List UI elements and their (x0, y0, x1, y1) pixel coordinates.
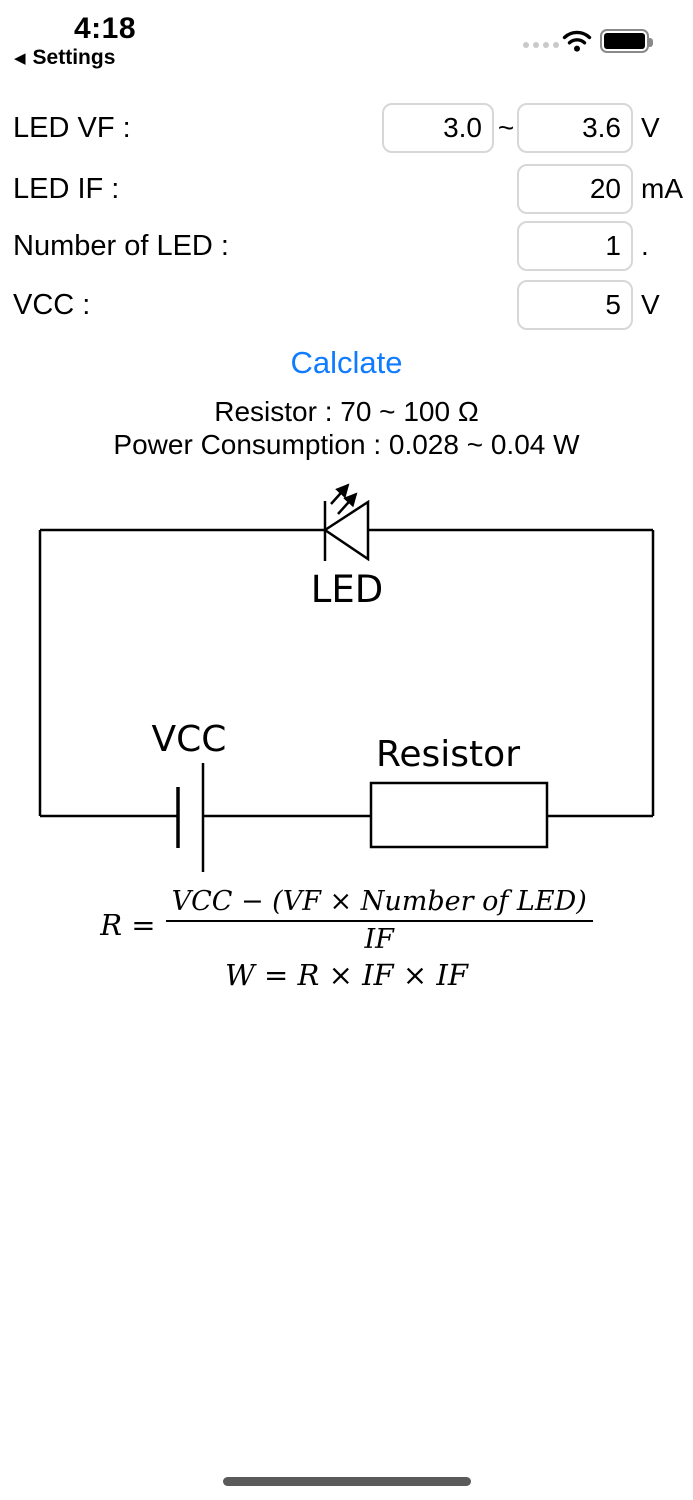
battery-nub (649, 38, 653, 47)
battery-icon (600, 29, 653, 53)
calculate-button[interactable]: Calclate (0, 345, 693, 381)
number-of-led-input[interactable] (517, 221, 633, 271)
resistor-result-text: Resistor : 70 ~ 100 Ω (214, 396, 479, 427)
led-symbol (322, 483, 370, 562)
fraction-bar (165, 920, 593, 922)
resistor-formula: R = VCC − (VF × Number of LED) IF W = R … (0, 886, 693, 992)
vcc-input[interactable] (517, 280, 633, 330)
led-if-unit: mA (641, 173, 683, 204)
wifi-icon (562, 30, 592, 52)
formula-denominator: IF (364, 924, 394, 955)
resistor-symbol (369, 781, 549, 849)
led-vf-unit: V (641, 112, 660, 143)
battery-fill (604, 33, 645, 49)
vcc-label: VCC : (13, 289, 91, 321)
number-of-led-label: Number of LED : (13, 230, 229, 262)
power-result-text: Power Consumption : 0.028 ~ 0.04 W (113, 429, 580, 460)
led-vf-max-input[interactable] (517, 103, 633, 153)
led-light-arrow (337, 492, 358, 515)
resistor-diagram-label: Resistor (376, 734, 520, 775)
vcc-unit: V (641, 289, 660, 320)
circuit-diagram: LED VCC Resistor (38, 483, 655, 872)
led-if-input[interactable] (517, 164, 633, 214)
formula-numerator: VCC − (VF × Number of LED) (171, 886, 587, 917)
circuit-wires (38, 528, 655, 818)
power-formula: W = R × IF × IF (224, 958, 468, 992)
status-time: 4:18 (74, 12, 137, 45)
battery-symbol (176, 763, 205, 872)
back-chevron-icon: ◀ (14, 49, 26, 67)
vf-range-tilde: ~ (497, 112, 515, 143)
formula-lhs: R = (100, 907, 156, 942)
led-light-arrow (330, 483, 350, 505)
led-if-label: LED IF : (13, 173, 120, 205)
led-vf-label: LED VF : (13, 112, 131, 144)
back-label: Settings (32, 46, 116, 69)
home-indicator[interactable] (222, 1477, 471, 1486)
led-diagram-label: LED (311, 568, 383, 611)
number-of-led-unit: . (641, 230, 649, 261)
back-to-settings-link[interactable]: ◀ Settings (14, 46, 115, 70)
vcc-diagram-label: VCC (152, 719, 227, 760)
cellular-signal-icon (523, 42, 559, 48)
led-vf-min-input[interactable] (382, 103, 494, 153)
